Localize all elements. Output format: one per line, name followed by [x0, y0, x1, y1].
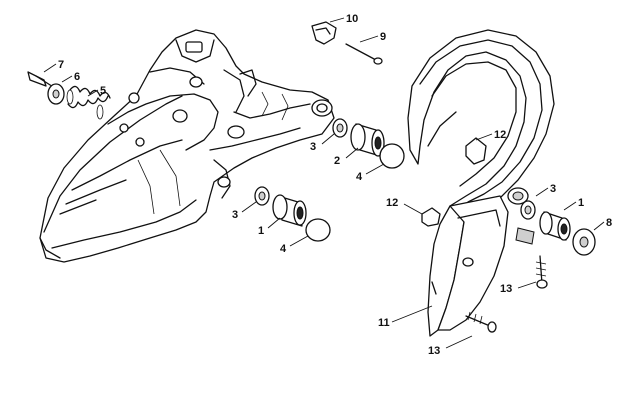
leader-lines	[43, 17, 605, 349]
part-13-screw-lower	[465, 311, 497, 333]
callout-7: 7	[58, 59, 64, 71]
callout-13-upper: 13	[500, 283, 512, 295]
right-av-mount	[520, 200, 596, 256]
callout-3-right: 3	[550, 183, 556, 195]
callout-1-lower: 1	[258, 225, 264, 237]
part-9-pin	[345, 43, 383, 65]
callout-4-upper: 4	[356, 171, 363, 183]
callout-4-lower: 4	[280, 243, 287, 255]
upper-av-mount	[332, 118, 405, 169]
callout-12-lower: 12	[386, 197, 398, 209]
callout-8: 8	[606, 217, 612, 229]
part-12-plug-upper	[465, 137, 487, 165]
callout-1-right: 1	[578, 197, 584, 209]
callout-10: 10	[346, 13, 358, 25]
engine-housing	[39, 29, 335, 263]
part-11-handle	[407, 29, 555, 337]
callout-9: 9	[380, 31, 386, 43]
part-13-screw-upper	[535, 255, 548, 289]
callout-6: 6	[74, 71, 80, 83]
callout-labels: 10 9 7 6 5 12 3 2 4 3 1 4 12 3 1 8 13 11…	[58, 13, 612, 357]
part-6-washer	[47, 83, 65, 105]
callout-12-upper: 12	[494, 129, 506, 141]
part-5-spring	[66, 85, 111, 120]
callout-3-lower: 3	[232, 209, 238, 221]
callout-5: 5	[100, 85, 106, 97]
callout-11: 11	[378, 317, 390, 329]
part-10-clip	[311, 21, 337, 45]
callout-2: 2	[334, 155, 340, 167]
part-12-plug-lower	[421, 207, 441, 227]
lower-av-mount	[254, 186, 331, 242]
callout-3-upper: 3	[310, 141, 316, 153]
callout-13-lower: 13	[428, 345, 440, 357]
